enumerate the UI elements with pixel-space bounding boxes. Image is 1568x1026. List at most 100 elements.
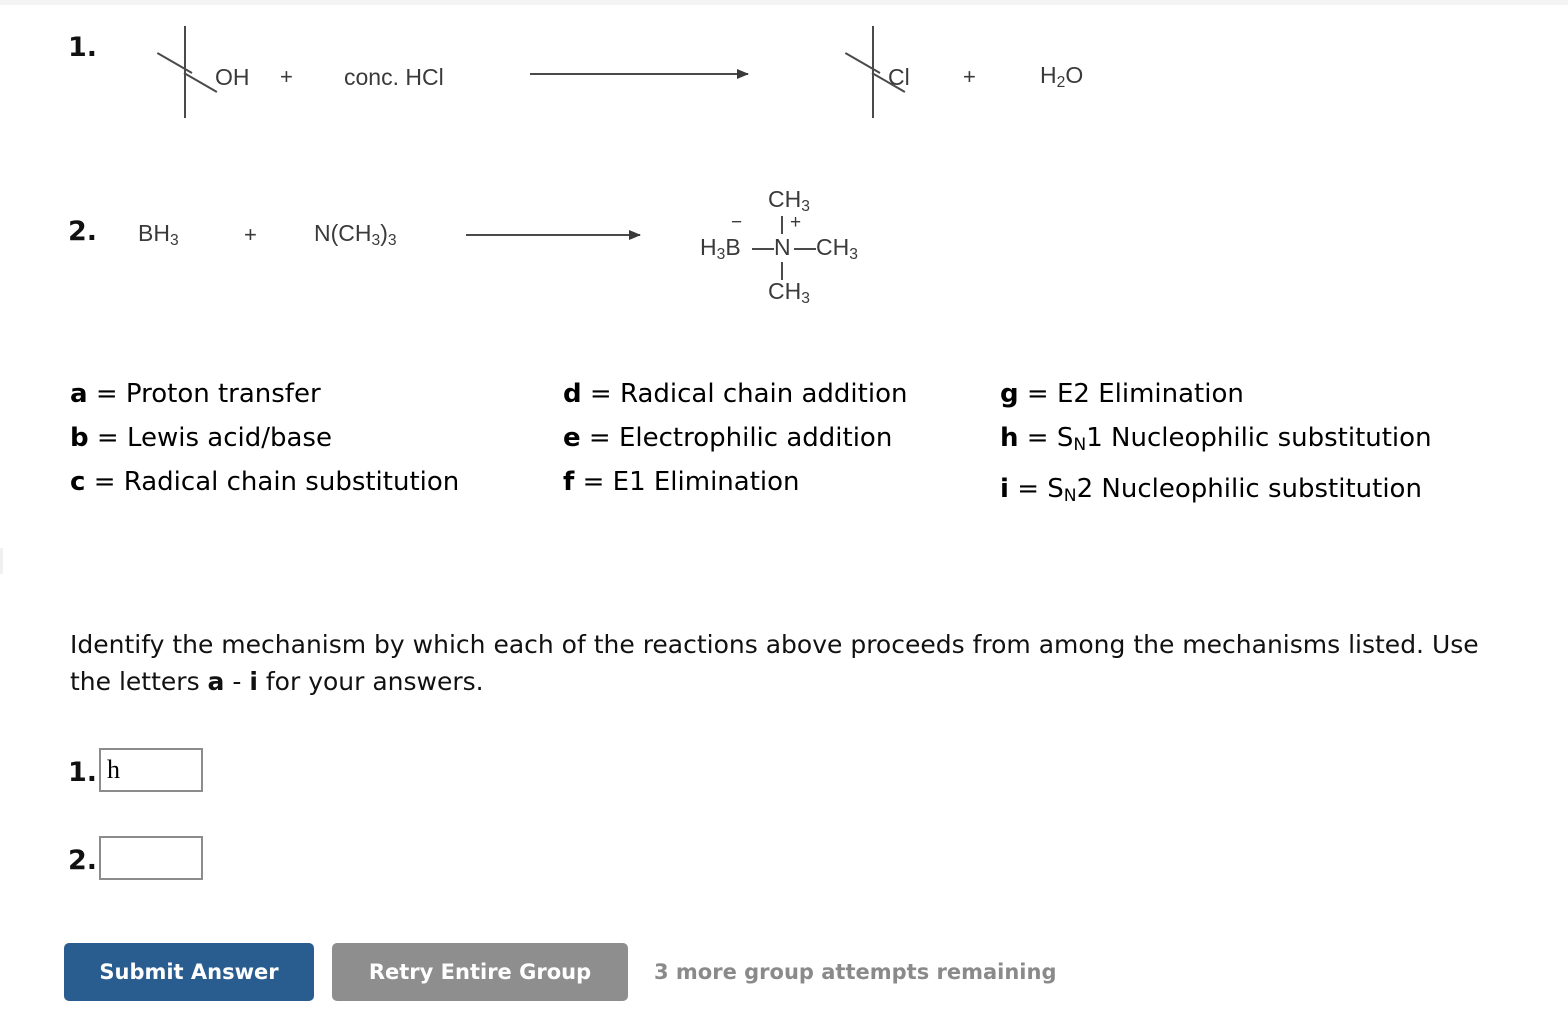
legend-eq-d: =	[589, 379, 612, 409]
arrow-shaft	[530, 73, 748, 75]
legend-item-a: a = Proton transfer	[70, 372, 459, 416]
arrow-head	[737, 69, 749, 79]
tert-butyl-alcohol-structure	[140, 26, 260, 118]
legend-key-g: g	[1000, 379, 1019, 409]
legend-key-d: d	[563, 379, 582, 409]
legend-item-f: f = E1 Elimination	[563, 460, 907, 504]
amine-n-open: N(CH	[314, 220, 372, 246]
attempts-remaining-text: 3 more group attempts remaining	[654, 960, 1057, 984]
adduct-right-methyl: CH3	[816, 234, 858, 264]
bond-n-to-right-methyl	[794, 248, 816, 250]
bottom-sub-3: 3	[801, 289, 810, 307]
instructions-text: Identify the mechanism by which each of …	[70, 626, 1500, 700]
legend-text-d: Radical chain addition	[619, 379, 908, 409]
tert-butyl-chloride-structure	[828, 26, 948, 118]
legend-column-2: d = Radical chain addition e = Electroph…	[563, 372, 907, 504]
legend-sn-subscript-i: N	[1063, 485, 1077, 506]
legend-key-c: c	[70, 467, 86, 497]
bond-up	[184, 26, 186, 72]
bond-down	[872, 72, 874, 118]
chloride-label: Cl	[888, 64, 910, 90]
top-ch: CH	[768, 186, 802, 212]
answer-label-2: 2.	[68, 845, 98, 876]
adduct-borane-group: H3B	[700, 234, 741, 264]
legend-sn-prefix-h: S	[1056, 423, 1074, 453]
legend-text-c: Radical chain substitution	[123, 467, 460, 497]
reaction-1-number: 1.	[68, 32, 98, 63]
bond-n-to-top-methyl	[781, 216, 783, 234]
legend-key-b: b	[70, 423, 89, 453]
bond-left	[844, 52, 881, 74]
reaction-1: 1. OH + conc. HCl Cl + H2O	[0, 8, 1568, 128]
legend-item-b: b = Lewis acid/base	[70, 416, 459, 460]
arrow-shaft	[466, 234, 640, 236]
reaction-1-arrow	[530, 68, 749, 80]
borane-h: H	[700, 234, 717, 260]
reaction-2: 2. BH3 + N(CH3)3 CH3 − + H3B N CH3 CH3	[0, 172, 1568, 307]
amine-close-paren: )	[380, 220, 388, 246]
legend-item-c: c = Radical chain substitution	[70, 460, 459, 504]
right-sub-3: 3	[849, 245, 858, 263]
right-ch: CH	[816, 234, 850, 260]
legend-sn-subscript-h: N	[1073, 434, 1087, 455]
legend-key-a: a	[70, 379, 88, 409]
legend-text-f: E1 Elimination	[612, 467, 800, 497]
legend-eq-i: =	[1017, 473, 1039, 504]
bond-right-to-oh	[183, 72, 218, 93]
legend-eq-f: =	[582, 467, 605, 497]
legend-item-e: e = Electrophilic addition	[563, 416, 907, 460]
borane-subscript-3: 3	[169, 231, 179, 249]
legend-eq-g: =	[1026, 379, 1049, 409]
legend-item-h: h = SN1 Nucleophilic substitution	[1000, 416, 1432, 467]
legend-item-i: i = SN2 Nucleophilic substitution	[1000, 467, 1432, 518]
borane-bh: BH	[138, 220, 170, 246]
amine-subscript-3a: 3	[371, 231, 381, 249]
legend-item-g: g = E2 Elimination	[1000, 372, 1432, 416]
legend-key-e: e	[563, 423, 581, 453]
bond-down	[184, 72, 186, 118]
borane-sub-3: 3	[716, 245, 726, 263]
borane-reactant: BH3	[138, 220, 179, 250]
legend-text-b: Lewis acid/base	[126, 423, 332, 453]
reaction-2-plus-1: +	[244, 222, 257, 247]
left-edge-marker	[0, 548, 3, 574]
instructions-part-2: for your answers.	[257, 667, 484, 696]
top-edge-strip	[0, 0, 1568, 5]
legend-eq-h: =	[1026, 423, 1049, 453]
reaction-2-arrow	[466, 229, 641, 241]
answer-input-1[interactable]	[99, 748, 203, 792]
legend-sn-suffix-h: 1 Nucleophilic substitution	[1086, 423, 1432, 453]
water-byproduct: H2O	[1040, 62, 1083, 92]
top-sub-3: 3	[801, 197, 810, 215]
amine-subscript-3b: 3	[387, 231, 397, 249]
legend-sn-prefix-i: S	[1047, 473, 1064, 504]
legend-eq-b: =	[96, 423, 119, 453]
legend-item-d: d = Radical chain addition	[563, 372, 907, 416]
bond-b-to-n	[752, 248, 774, 250]
instructions-part-1: Identify the mechanism by which each of …	[70, 630, 1479, 696]
footer-actions: Submit Answer Retry Entire Group 3 more …	[0, 943, 1568, 1005]
reaction-1-plus-1: +	[280, 64, 293, 89]
reaction-1-plus-2: +	[963, 64, 976, 89]
instructions-dash: -	[224, 667, 250, 696]
bottom-ch: CH	[768, 278, 802, 304]
legend-sn-suffix-i: 2 Nucleophilic substitution	[1076, 473, 1422, 504]
answer-input-2[interactable]	[99, 836, 203, 880]
borane-trimethylamine-adduct: CH3 − + H3B N CH3 CH3	[700, 178, 900, 307]
borane-b: B	[725, 234, 741, 260]
legend-key-i: i	[1000, 473, 1009, 504]
legend-eq-e: =	[588, 423, 611, 453]
legend-key-f: f	[563, 467, 575, 497]
instructions-letter-a: a	[207, 667, 225, 696]
water-subscript-2: 2	[1056, 73, 1066, 91]
retry-entire-group-button[interactable]: Retry Entire Group	[332, 943, 628, 1001]
submit-answer-button[interactable]: Submit Answer	[64, 943, 314, 1001]
trimethylamine-reactant: N(CH3)3	[314, 220, 397, 250]
bond-n-to-bottom-methyl	[781, 262, 783, 280]
bond-left	[156, 52, 193, 74]
legend-text-a: Proton transfer	[125, 379, 321, 409]
nitrogen-positive-charge: +	[790, 212, 802, 233]
adduct-nitrogen: N	[774, 234, 791, 260]
bond-up	[872, 26, 874, 72]
answer-label-1: 1.	[68, 757, 98, 788]
